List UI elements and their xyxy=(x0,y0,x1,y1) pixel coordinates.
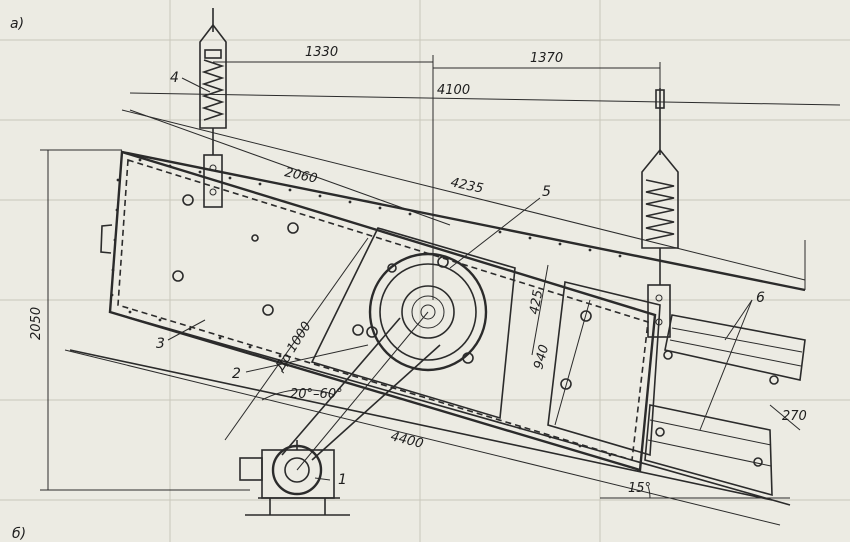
callout-2: 2 xyxy=(232,366,241,382)
dim-1330: 1330 xyxy=(305,45,338,60)
screen-body xyxy=(69,150,806,506)
sieve-decks xyxy=(644,314,806,497)
dim-425: 425 xyxy=(527,289,546,316)
dim-4235: 4235 xyxy=(449,175,484,197)
side-bolts xyxy=(172,194,592,390)
callout-5: 5 xyxy=(542,184,551,200)
dim-940: 940 xyxy=(531,343,552,371)
callout-3: 3 xyxy=(156,336,165,352)
dim-270: 270 xyxy=(782,409,807,424)
left-spring-suspension xyxy=(199,8,227,208)
dimension-lines xyxy=(40,55,841,526)
vibrator-unit xyxy=(366,252,488,372)
dim-tilt-angle: 15° xyxy=(628,481,651,496)
exciter-plate xyxy=(310,227,516,420)
view-label-b: б) xyxy=(12,526,26,542)
electric-motor xyxy=(239,440,350,516)
dim-1370: 1370 xyxy=(530,51,563,66)
callout-1: 1 xyxy=(338,472,347,488)
dim-2050: 2050 xyxy=(29,307,44,340)
drive-belt xyxy=(281,311,441,471)
callout-6: 6 xyxy=(756,290,765,306)
dim-4100: 4100 xyxy=(437,83,470,98)
dim-4400: 4400 xyxy=(389,429,425,452)
callout-4: 4 xyxy=(170,70,179,86)
right-spring-suspension xyxy=(641,88,679,338)
leader-lines xyxy=(167,77,753,481)
end-handle xyxy=(100,224,113,254)
right-section-plate xyxy=(547,281,661,457)
rivet-rows xyxy=(110,158,622,457)
dim-2060: 2060 xyxy=(283,165,318,187)
dim-angle-range: 20°–60° xyxy=(290,387,343,402)
view-label-a: а) xyxy=(10,16,24,32)
